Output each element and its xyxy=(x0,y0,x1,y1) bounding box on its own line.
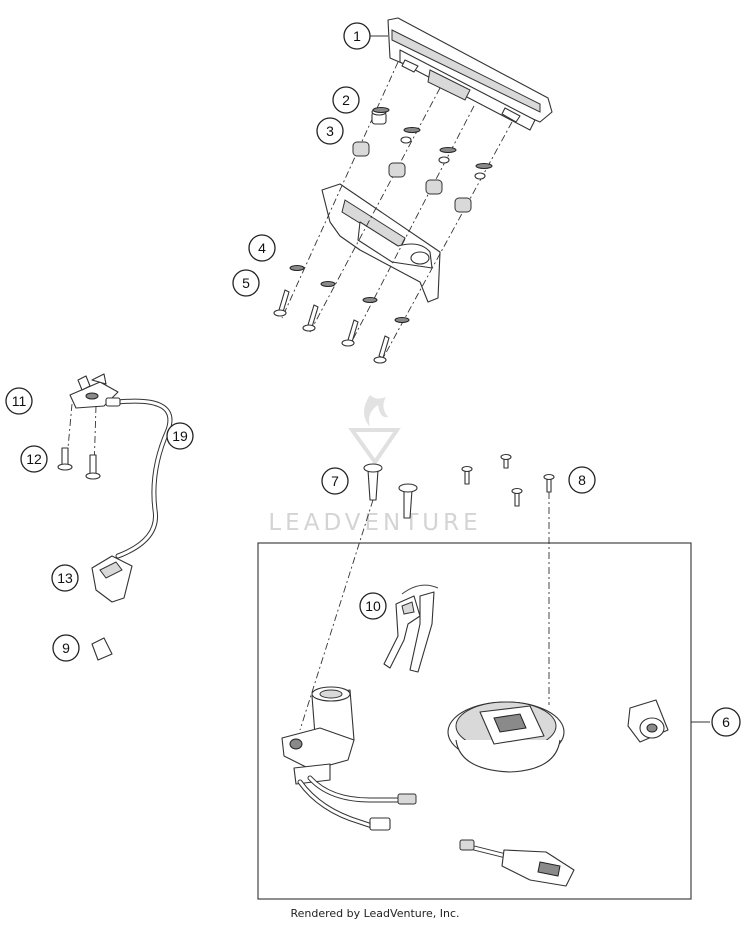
callout-1: 1 xyxy=(343,22,388,50)
svg-text:5: 5 xyxy=(242,275,250,291)
watermark-text: LEADVENTURE xyxy=(268,510,481,536)
callout-12: 12 xyxy=(20,445,48,473)
callout-2: 2 xyxy=(332,86,360,114)
callout-13: 13 xyxy=(51,564,79,592)
grommets xyxy=(352,107,493,213)
svg-text:11: 11 xyxy=(12,393,27,409)
wire-clip xyxy=(91,637,113,661)
callout-8: 8 xyxy=(568,466,596,494)
fuel-cap-screws xyxy=(461,453,555,705)
v-logo-icon xyxy=(348,428,401,466)
svg-text:4: 4 xyxy=(258,240,266,256)
svg-text:3: 3 xyxy=(326,123,334,139)
callout-9: 9 xyxy=(52,634,80,662)
cluster-screws xyxy=(273,265,410,364)
footer-credit: Rendered by LeadVenture, Inc. xyxy=(290,907,460,920)
svg-text:8: 8 xyxy=(578,472,586,488)
ignition-kit-frame xyxy=(257,542,692,900)
ignition-lock-cylinder xyxy=(281,686,417,831)
svg-text:10: 10 xyxy=(365,598,381,614)
flame-logo-icon xyxy=(364,395,388,427)
callout-10: 10 xyxy=(359,592,387,620)
sensor-unit xyxy=(91,555,133,603)
svg-text:9: 9 xyxy=(62,640,70,656)
svg-text:13: 13 xyxy=(57,570,73,586)
callout-3: 3 xyxy=(316,117,344,145)
fuel-tank-cap xyxy=(447,701,565,773)
callout-7: 7 xyxy=(321,467,349,495)
cluster-bracket xyxy=(321,183,441,303)
seat-lock xyxy=(627,699,669,743)
bracket-screws xyxy=(57,403,101,480)
immobilizer-connector xyxy=(459,839,575,887)
ignition-lock-bolts xyxy=(299,463,418,731)
watermark: LEADVENTURE xyxy=(268,395,481,536)
svg-text:2: 2 xyxy=(342,92,350,108)
svg-text:7: 7 xyxy=(331,473,339,489)
callout-4: 4 xyxy=(248,234,276,262)
ignition-keys xyxy=(383,584,439,673)
instrument-cluster xyxy=(387,17,553,131)
svg-text:6: 6 xyxy=(722,714,730,730)
svg-text:1: 1 xyxy=(353,28,361,44)
sensor-wire xyxy=(105,397,173,559)
svg-text:19: 19 xyxy=(172,428,188,444)
cluster-mount-guides xyxy=(281,61,513,361)
svg-text:12: 12 xyxy=(26,451,42,467)
callout-6: 6 xyxy=(711,707,741,737)
callout-19: 19 xyxy=(166,422,194,450)
callout-11: 11 xyxy=(5,387,33,415)
callout-5: 5 xyxy=(232,269,260,297)
